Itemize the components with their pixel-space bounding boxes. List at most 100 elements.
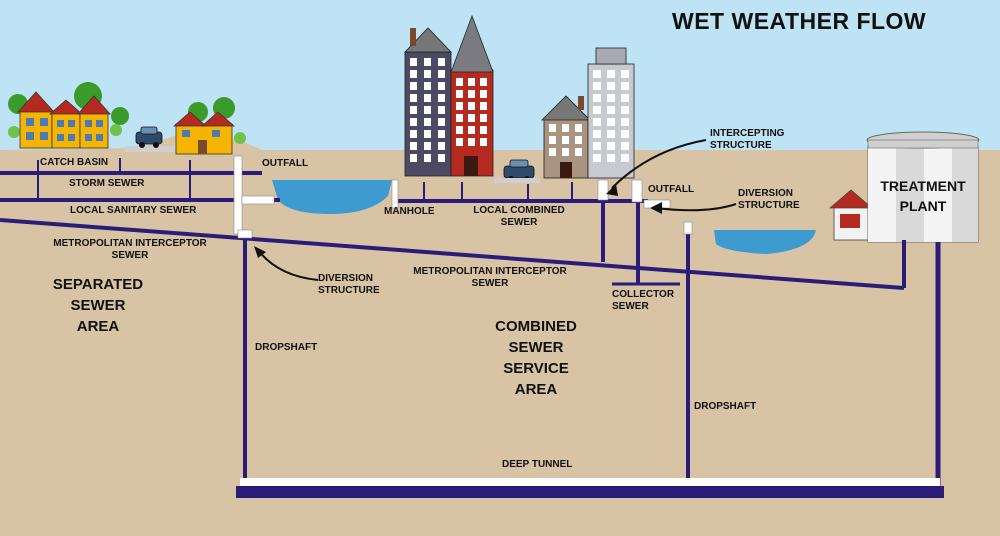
window	[562, 148, 569, 156]
label-diversion-left-line1: DIVERSION	[318, 273, 374, 284]
label-treatment-line2: PLANT	[899, 198, 947, 214]
window	[575, 124, 582, 132]
house-4	[172, 111, 236, 155]
window	[410, 58, 417, 66]
label-combined-line3: SERVICE	[503, 360, 569, 377]
building-windows	[410, 58, 629, 162]
window	[562, 136, 569, 144]
window	[607, 130, 615, 138]
label-diversion-left-line2: STRUCTURE	[318, 285, 380, 296]
window	[621, 130, 629, 138]
window	[424, 82, 431, 90]
window	[621, 154, 629, 162]
label-intercepting-line2: STRUCTURE	[710, 140, 772, 151]
label-metro-interceptor-left: METROPOLITAN INTERCEPTOR SEWER	[50, 238, 210, 262]
label-separated-sewer-area: SEPARATED SEWER AREA	[30, 274, 166, 337]
window	[410, 106, 417, 114]
label-outfall-right: OUTFALL	[648, 184, 695, 195]
diagram-title: WET WEATHER FLOW	[672, 8, 927, 34]
window	[456, 138, 463, 146]
label-collector-sewer: COLLECTOR SEWER	[612, 289, 674, 313]
window	[480, 138, 487, 146]
window	[621, 118, 629, 126]
window	[480, 102, 487, 110]
label-local-combined-line2: SEWER	[500, 217, 538, 228]
pump-house	[828, 189, 874, 241]
window	[438, 82, 445, 90]
window	[438, 94, 445, 102]
label-diversion-structure-left: DIVERSION STRUCTURE	[318, 273, 380, 297]
window	[410, 82, 417, 90]
label-metro-interceptor-mid-line2: SEWER	[471, 278, 509, 289]
label-intercepting-structure: INTERCEPTING STRUCTURE	[710, 128, 784, 152]
label-outfall-left: OUTFALL	[262, 158, 309, 169]
window	[607, 142, 615, 150]
window	[575, 136, 582, 144]
window	[480, 126, 487, 134]
window	[456, 90, 463, 98]
window	[593, 82, 601, 90]
window	[410, 70, 417, 78]
label-dropshaft-left: DROPSHAFT	[255, 342, 318, 353]
label-treatment-line1: TREATMENT	[880, 178, 966, 194]
label-manhole: MANHOLE	[384, 206, 435, 217]
window	[607, 94, 615, 102]
window	[410, 130, 417, 138]
window	[621, 106, 629, 114]
label-diversion-right-line1: DIVERSION	[738, 188, 794, 199]
window	[549, 136, 556, 144]
window	[424, 154, 431, 162]
label-local-sanitary-sewer: LOCAL SANITARY SEWER	[70, 205, 197, 216]
car-left	[135, 126, 163, 148]
house-2	[48, 99, 84, 149]
label-diversion-right-line2: STRUCTURE	[738, 200, 800, 211]
window	[468, 138, 475, 146]
window	[438, 154, 445, 162]
arrow-heads	[254, 184, 662, 258]
window	[607, 154, 615, 162]
window	[549, 148, 556, 156]
label-combined-line1: COMBINED	[495, 318, 577, 335]
house-1	[17, 91, 55, 149]
window	[424, 94, 431, 102]
window	[424, 118, 431, 126]
window	[593, 94, 601, 102]
label-deep-tunnel: DEEP TUNNEL	[502, 459, 573, 470]
label-metro-interceptor-left-line2: SEWER	[111, 250, 149, 261]
label-diversion-structure-right: DIVERSION STRUCTURE	[738, 188, 800, 212]
window	[468, 126, 475, 134]
window	[607, 70, 615, 78]
window	[593, 142, 601, 150]
river-right	[714, 230, 816, 254]
label-catch-basin: CATCH BASIN	[40, 157, 109, 168]
window	[410, 118, 417, 126]
window	[607, 106, 615, 114]
window	[424, 106, 431, 114]
window	[607, 82, 615, 90]
label-local-combined-line1: LOCAL COMBINED	[473, 205, 565, 216]
label-collector-line2: SEWER	[612, 301, 649, 312]
treatment-plant	[866, 131, 980, 243]
window	[438, 58, 445, 66]
label-metro-interceptor-mid: METROPOLITAN INTERCEPTOR SEWER	[400, 266, 580, 290]
label-combined-line2: SEWER	[508, 339, 564, 356]
window	[438, 70, 445, 78]
window	[410, 142, 417, 150]
window	[438, 118, 445, 126]
street-city	[494, 178, 540, 183]
window	[480, 78, 487, 86]
window	[468, 102, 475, 110]
label-intercepting-line1: INTERCEPTING	[710, 128, 785, 139]
window	[621, 70, 629, 78]
label-separated-line2: SEWER	[70, 297, 126, 314]
arrow-diversion-right	[655, 203, 737, 212]
label-dropshaft-right: DROPSHAFT	[694, 401, 757, 412]
label-metro-interceptor-left-line1: METROPOLITAN INTERCEPTOR	[53, 238, 207, 249]
window	[468, 78, 475, 86]
window	[562, 124, 569, 132]
window	[549, 124, 556, 132]
window	[438, 106, 445, 114]
street-left	[125, 146, 175, 152]
window	[424, 58, 431, 66]
label-separated-line3: AREA	[76, 318, 120, 335]
